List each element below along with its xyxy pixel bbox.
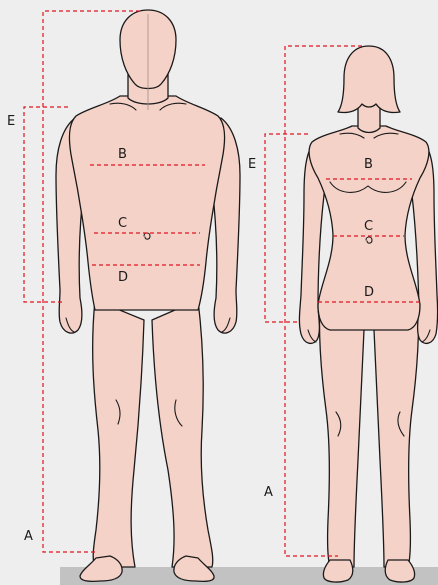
male-label-e: E bbox=[7, 114, 15, 129]
male-label-a: A bbox=[24, 529, 33, 544]
female-label-c: C bbox=[364, 219, 373, 234]
male-left-leg bbox=[152, 300, 213, 567]
male-label-b: B bbox=[118, 147, 127, 162]
female-figure bbox=[299, 46, 437, 582]
female-left-foot bbox=[385, 560, 414, 582]
female-left-leg bbox=[374, 300, 419, 567]
male-right-leg bbox=[93, 300, 144, 567]
male-torso bbox=[69, 96, 224, 310]
female-head bbox=[338, 46, 400, 113]
male-figure bbox=[56, 10, 240, 581]
female-label-b: B bbox=[364, 157, 373, 172]
male-right-foot bbox=[80, 556, 122, 581]
male-label-d: D bbox=[118, 270, 128, 285]
female-label-a: A bbox=[264, 485, 273, 500]
male-hands bbox=[66, 318, 230, 332]
female-label-e: E bbox=[248, 157, 256, 172]
female-label-d: D bbox=[364, 285, 374, 300]
male-label-c: C bbox=[118, 216, 127, 231]
female-right-leg bbox=[319, 300, 364, 567]
female-right-foot bbox=[323, 560, 352, 582]
